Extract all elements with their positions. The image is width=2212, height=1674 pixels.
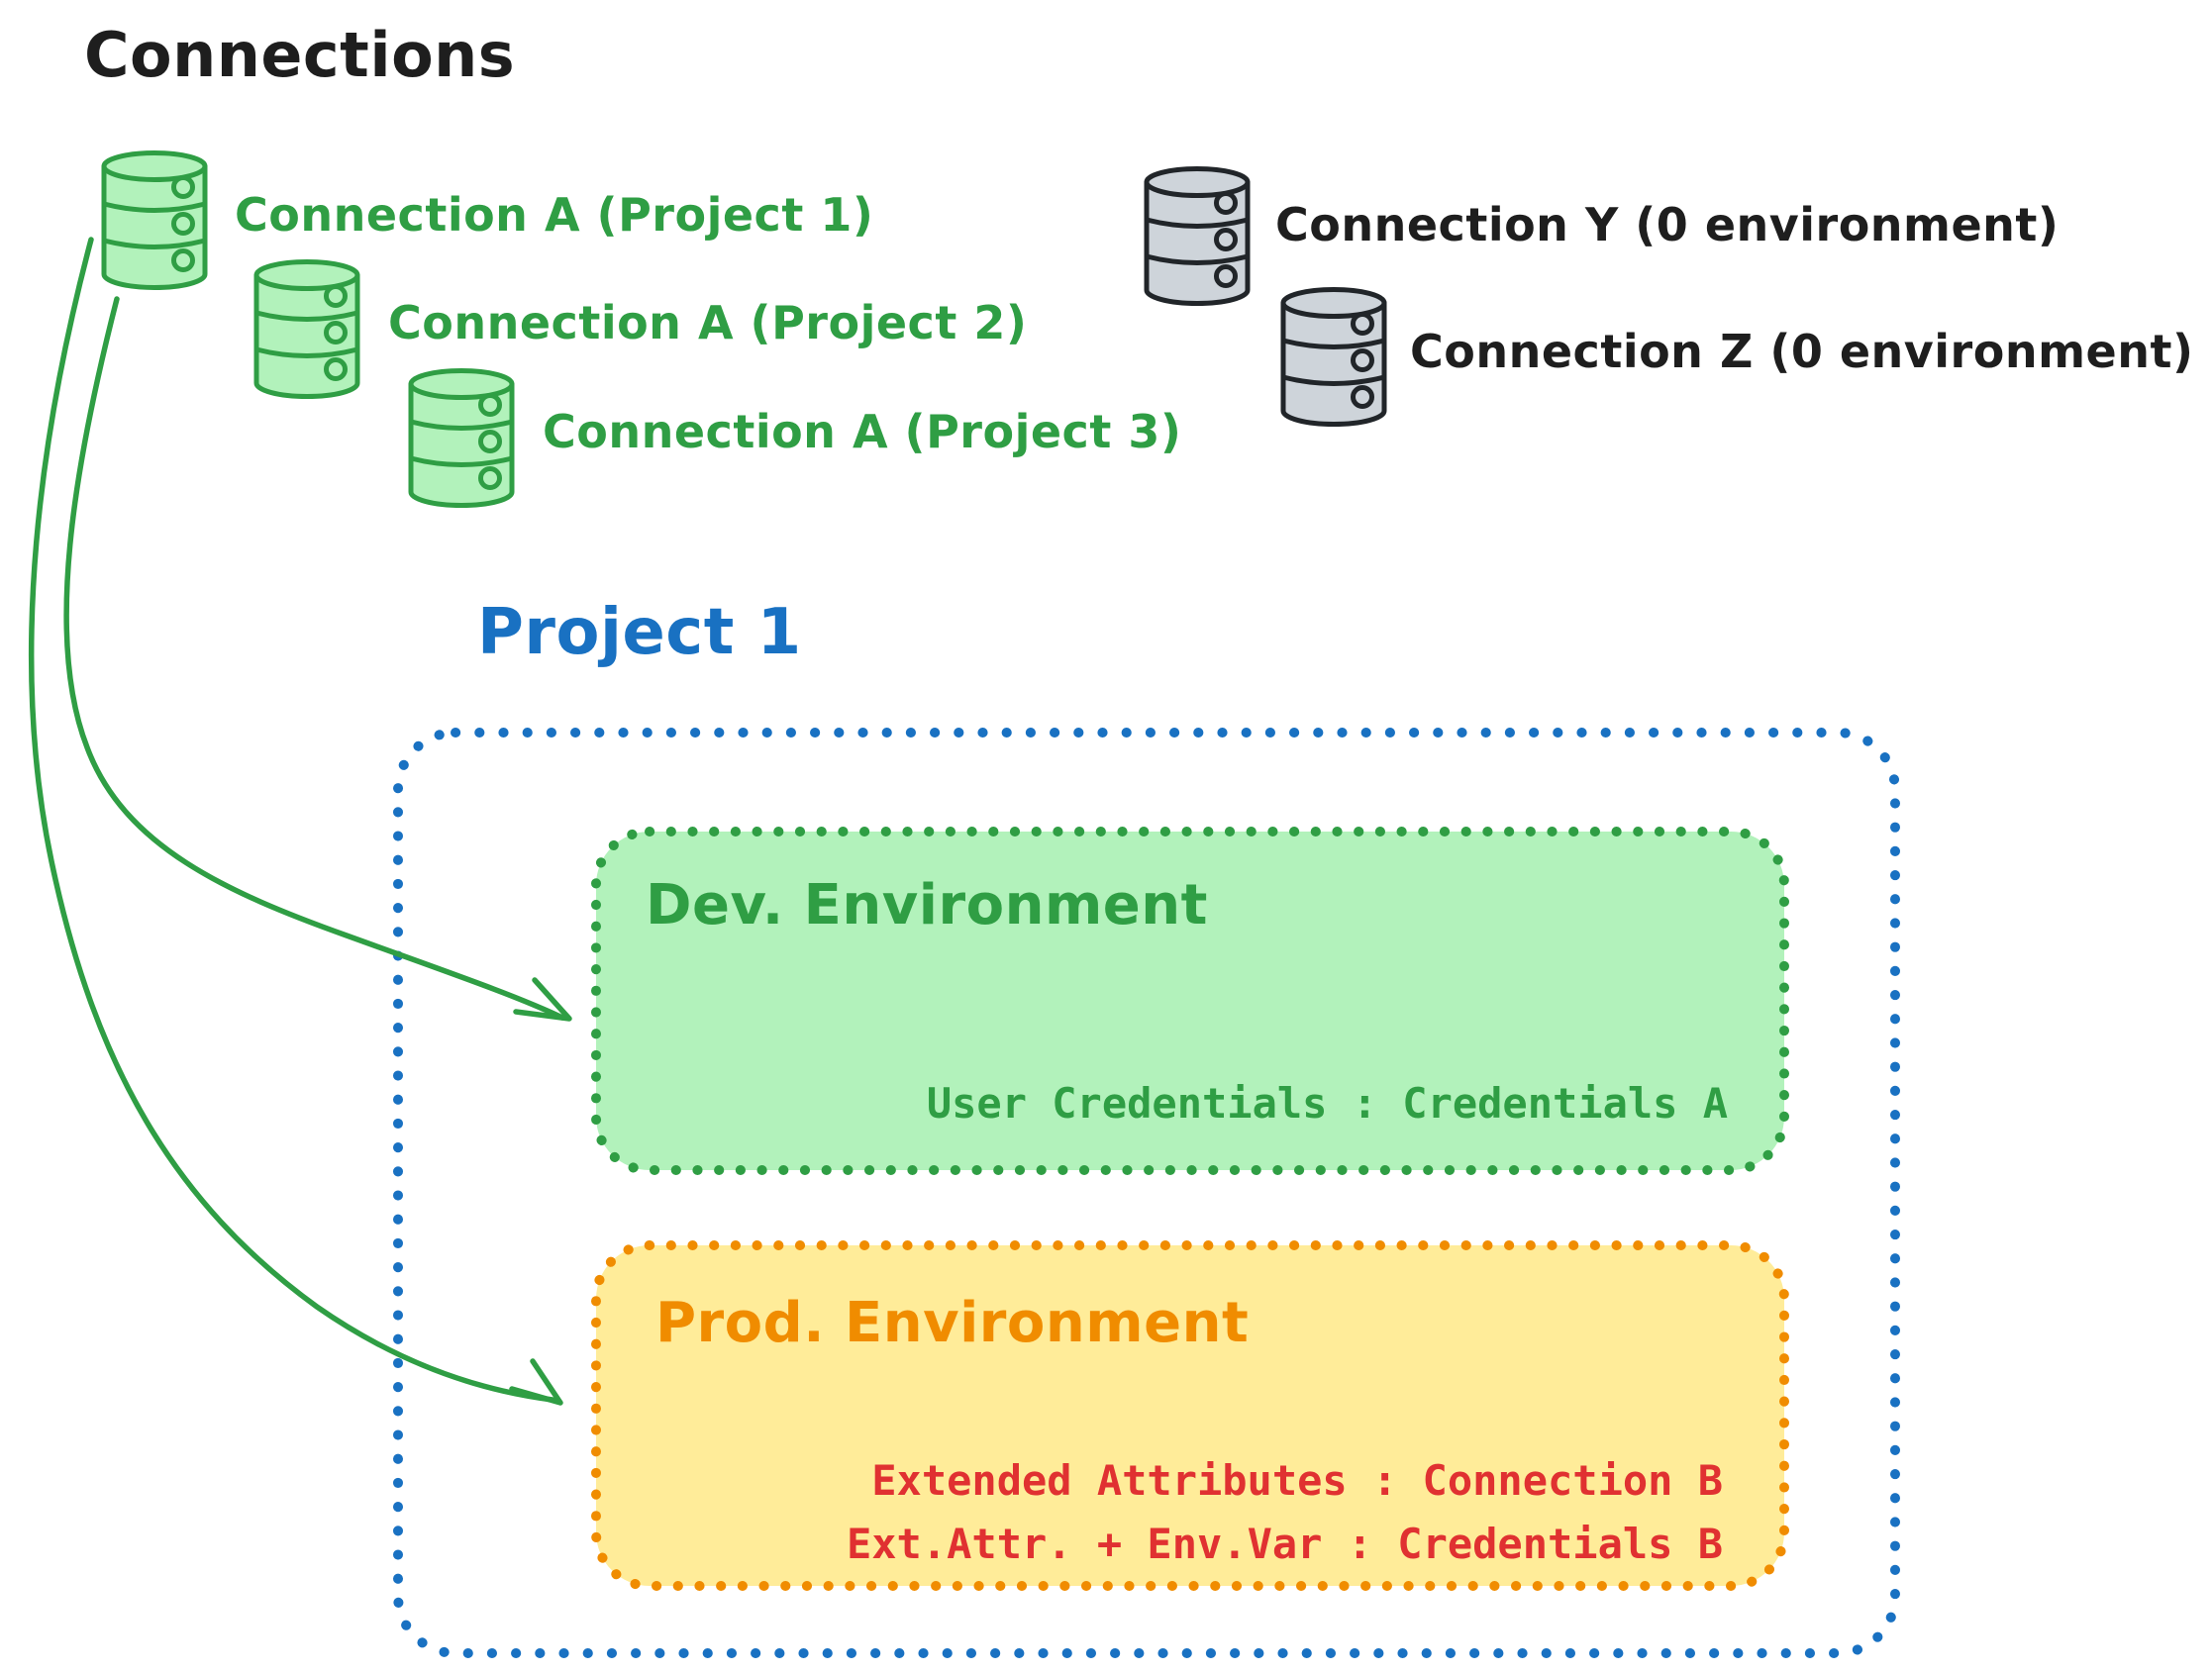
- arrow-connection-a-to-dev: [63, 296, 572, 1022]
- connection-a-project-2-label: Connection A (Project 2): [388, 296, 1028, 349]
- connection-a-project-1-label: Connection A (Project 1): [235, 188, 874, 242]
- connection-z-label: Connection Z (0 environment): [1410, 325, 2194, 378]
- prod-credentials-mapping: Extended Attributes : Connection B Ext.A…: [847, 1449, 1723, 1576]
- prod-mapping-line-1: Extended Attributes : Connection B: [871, 1456, 1723, 1505]
- connection-a-project-3-label: Connection A (Project 3): [543, 405, 1182, 458]
- database-icon-connection-a-project-1: [104, 153, 205, 288]
- prod-mapping-line-2: Ext.Attr. + Env.Var : Credentials B: [846, 1520, 1723, 1568]
- database-icon-connection-y: [1147, 169, 1248, 304]
- project-title: Project 1: [477, 596, 802, 669]
- dev-credentials-mapping: User Credentials : Credentials A: [926, 1079, 1728, 1128]
- prod-environment-title: Prod. Environment: [655, 1291, 1250, 1355]
- arrow-connection-a-to-prod: [28, 237, 563, 1406]
- connection-y-label: Connection Y (0 environment): [1275, 198, 2060, 251]
- project-1-box: [393, 728, 1900, 1658]
- database-icon-connection-z: [1283, 290, 1384, 425]
- page-title: Connections: [84, 19, 516, 91]
- dev-environment-title: Dev. Environment: [646, 873, 1208, 937]
- database-icon-connection-a-project-3: [411, 371, 512, 506]
- dev-environment-box: [591, 827, 1789, 1175]
- prod-environment-box: [591, 1240, 1789, 1591]
- database-icon-connection-a-project-2: [256, 262, 357, 397]
